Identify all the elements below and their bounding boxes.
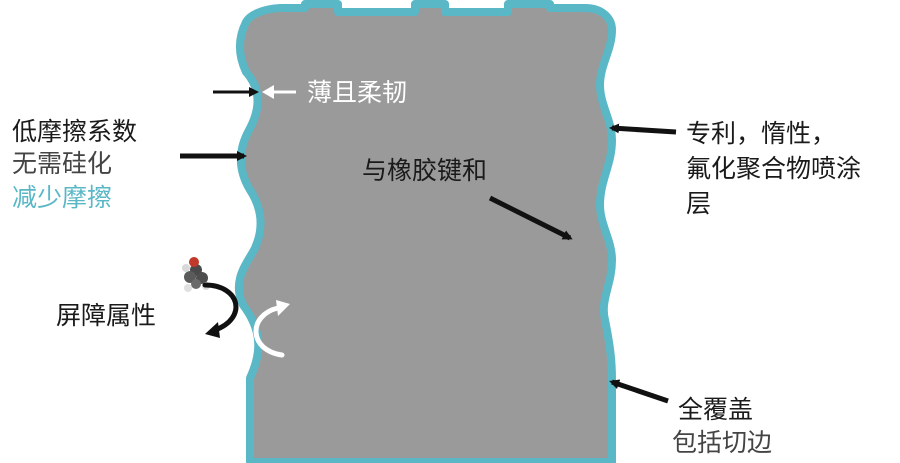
stopper-body: [234, 0, 616, 463]
arrow-full-cover: [609, 379, 669, 404]
label-no-silicone: 无需硅化: [12, 149, 113, 178]
label-full-cover: 全覆盖: [678, 395, 754, 424]
barrier-curve-dark-head: [205, 322, 220, 338]
label-bonded-rubber: 与橡胶键和: [362, 156, 488, 185]
label-thin-flexible: 薄且柔韧: [307, 78, 408, 107]
label-patented-inert: 专利，惰性，: [686, 119, 837, 148]
label-layer: 层: [686, 189, 712, 218]
molecule-icon: [182, 257, 210, 292]
arrow-thin-flexible-white-head: [262, 85, 274, 99]
arrow-fluoropolymer: [609, 123, 677, 135]
label-reduce-friction: 减少摩擦: [12, 183, 113, 212]
barrier-curve-white: [253, 305, 285, 358]
barrier-curve-dark: [202, 282, 239, 333]
label-fluoropolymer: 氟化聚合物喷涂: [686, 154, 862, 183]
arrow-bonded-rubber: [488, 195, 573, 241]
label-barrier: 屏障属性: [56, 301, 157, 330]
label-wrap-edge: 包括切边: [672, 428, 773, 457]
barrier-curve-white-head: [276, 300, 290, 316]
label-low-friction-title: 低摩擦系数: [12, 117, 138, 146]
